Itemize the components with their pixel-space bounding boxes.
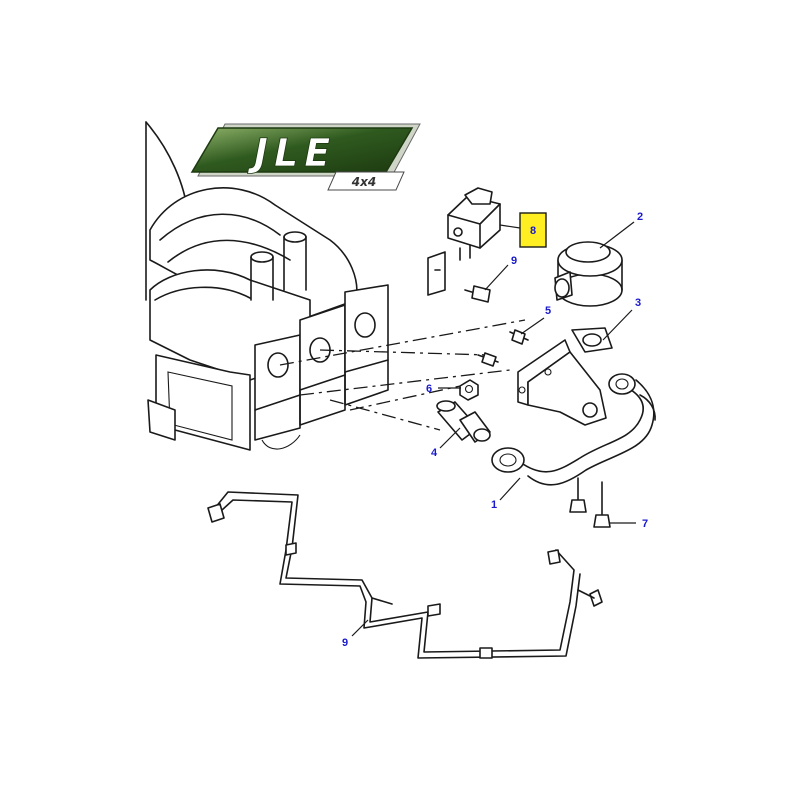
- alignment-lines: [279, 319, 526, 431]
- part-5-studs: [477, 329, 529, 367]
- callout-label-4: 4: [431, 447, 438, 459]
- logo-brand-text: JLE: [247, 131, 336, 175]
- callout-8-highlight: [519, 212, 547, 248]
- callout-label-7: 7: [642, 518, 648, 530]
- part-4-sensor: [436, 400, 491, 443]
- mounting-bracket: [427, 251, 446, 296]
- part-7-bolts: [569, 477, 611, 528]
- part-1-pipe-assembly: [491, 339, 656, 486]
- part-6-nut: [459, 379, 479, 401]
- jle-4x4-logo: JLE 4x4: [190, 123, 421, 191]
- callouts: 1 2 3 4 5 6 7 8 9 9: [342, 211, 648, 649]
- logo-subtitle-text: 4x4: [351, 175, 376, 189]
- callout-label-1: 1: [491, 499, 497, 511]
- part-2-air-injection-valve: [554, 241, 623, 307]
- callout-label-2: 2: [637, 211, 643, 223]
- callout-label-5: 5: [545, 305, 551, 317]
- callout-label-8: 8: [530, 225, 536, 237]
- callout-label-6: 6: [426, 383, 432, 395]
- part-3-gasket: [571, 327, 613, 353]
- part-9-hose-harness: [207, 491, 603, 659]
- callout-label-9-harness: 9: [342, 637, 348, 649]
- callout-label-3: 3: [635, 297, 641, 309]
- intake-manifold: [145, 121, 389, 451]
- callout-label-9-bolt: 9: [511, 255, 517, 267]
- part-8-solenoid-valve: [447, 187, 501, 261]
